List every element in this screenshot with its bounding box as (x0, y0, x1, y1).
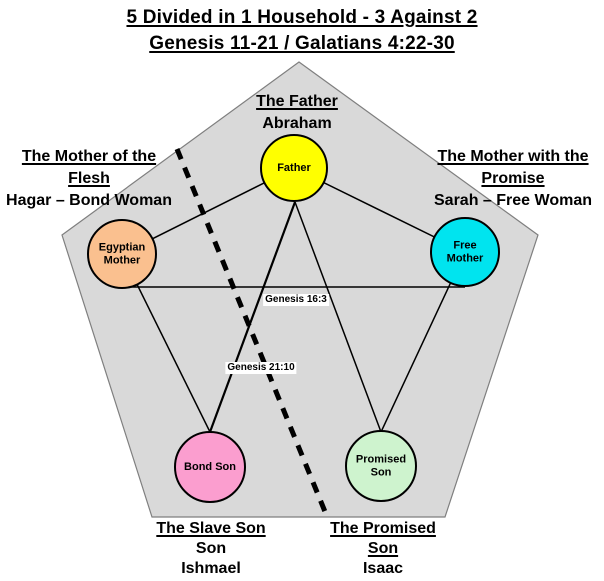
egyptian-mother-label-line-2: Mother (103, 254, 141, 266)
promised-son-caption: The Promised Son Isaac (330, 519, 436, 579)
mother-with-promise-caption: The Mother with the Promise Sarah – Free… (434, 146, 592, 212)
promised-son-node-label: Promised Son (356, 454, 406, 479)
mother-of-flesh-heading-1: The Mother of the (21, 148, 157, 165)
promised-son-label-line-1: Promised (355, 453, 407, 466)
slave-son-name: Ishmael (181, 560, 241, 577)
slave-son-line-2: Son (195, 540, 227, 557)
father-caption-heading: The Father (256, 93, 338, 110)
promised-son-heading-2: Son (367, 540, 399, 557)
edge-father-bond-son-highlighted (208, 201, 297, 433)
mother-of-flesh-heading-2: Flesh (68, 170, 110, 187)
diagram-title: 5 Divided in 1 Household - 3 Against 2 G… (126, 5, 477, 57)
pentagon-background (61, 61, 539, 518)
slave-son-caption: The Slave Son Son Ishmael (156, 519, 265, 579)
promised-son-heading-1: The Promised (330, 520, 436, 537)
genesis-16-3-edge-label: Genesis 16:3 (263, 294, 329, 306)
title-line-2: Genesis 11-21 / Galatians 4:22-30 (149, 33, 455, 54)
genesis-21-10-edge-label: Genesis 21:10 (225, 362, 297, 374)
mother-of-flesh-caption: The Mother of the Flesh Hagar – Bond Wom… (6, 146, 172, 212)
promised-son-node-circle (345, 430, 417, 502)
bond-son-node-label: Bond Son (184, 460, 236, 473)
free-mother-node-label: Free Mother (447, 240, 484, 265)
father-node-circle (260, 134, 328, 202)
mother-with-promise-name: Sarah – Free Woman (434, 192, 592, 209)
mother-with-promise-heading-2: Promise (481, 170, 545, 187)
free-mother-label-line-1: Free (453, 239, 477, 252)
mother-of-flesh-name: Hagar – Bond Woman (6, 192, 172, 209)
promised-son-label-line-2: Son (370, 466, 392, 478)
father-node-label: Father (277, 161, 311, 174)
bond-son-node-circle (174, 431, 246, 503)
edge-father-promised-son (294, 201, 382, 433)
slave-son-heading: The Slave Son (156, 520, 266, 537)
free-mother-label-line-2: Mother (446, 252, 484, 264)
mother-with-promise-heading-1: The Mother with the (437, 148, 589, 165)
free-mother-node-circle (430, 217, 500, 287)
egyptian-mother-node-circle (87, 219, 157, 289)
egyptian-mother-node-label: Egyptian Mother (99, 242, 145, 267)
father-caption-name: Abraham (262, 115, 332, 132)
division-dashed-line (174, 148, 331, 520)
promised-son-name: Isaac (362, 560, 404, 577)
father-caption: The Father Abraham (256, 91, 338, 135)
title-line-1: 5 Divided in 1 Household - 3 Against 2 (126, 7, 478, 28)
egyptian-mother-label-line-1: Egyptian (98, 241, 146, 254)
